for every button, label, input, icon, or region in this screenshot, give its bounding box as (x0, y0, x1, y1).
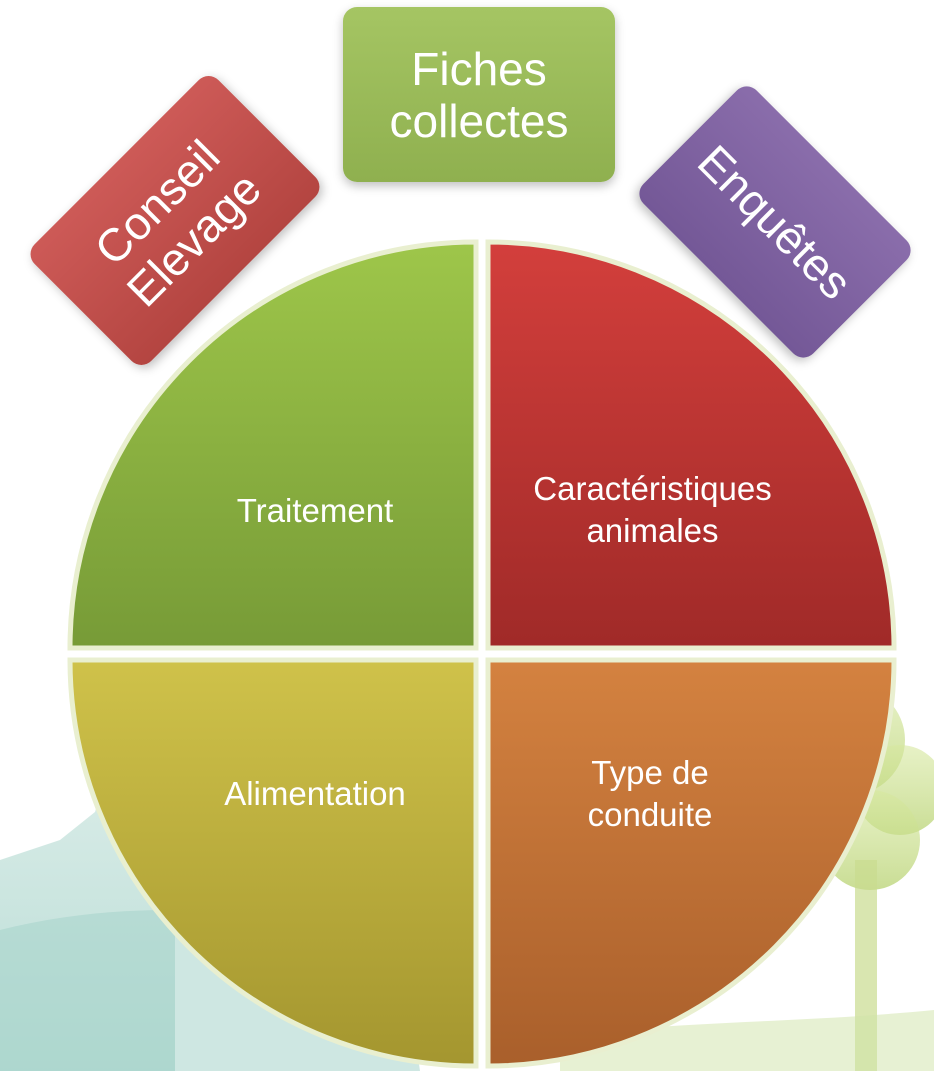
quadrant-alimentation (67, 657, 479, 1069)
quadrant-conduite (485, 657, 897, 1069)
tag-fiches-collectes-label: Fiches collectes (389, 42, 569, 147)
tag-fiches-collectes: Fiches collectes (343, 7, 615, 182)
quadrant-traitement (67, 239, 479, 651)
label-traitement: Traitement (236, 492, 394, 529)
label-caracteristiques-animales: Caractéristiques animales (533, 470, 772, 549)
label-type-de-conduite: Type de conduite (587, 754, 713, 833)
ground-band (560, 1010, 934, 1071)
quadrant-caracteristiques (485, 239, 897, 651)
label-alimentation: Alimentation (224, 775, 406, 812)
